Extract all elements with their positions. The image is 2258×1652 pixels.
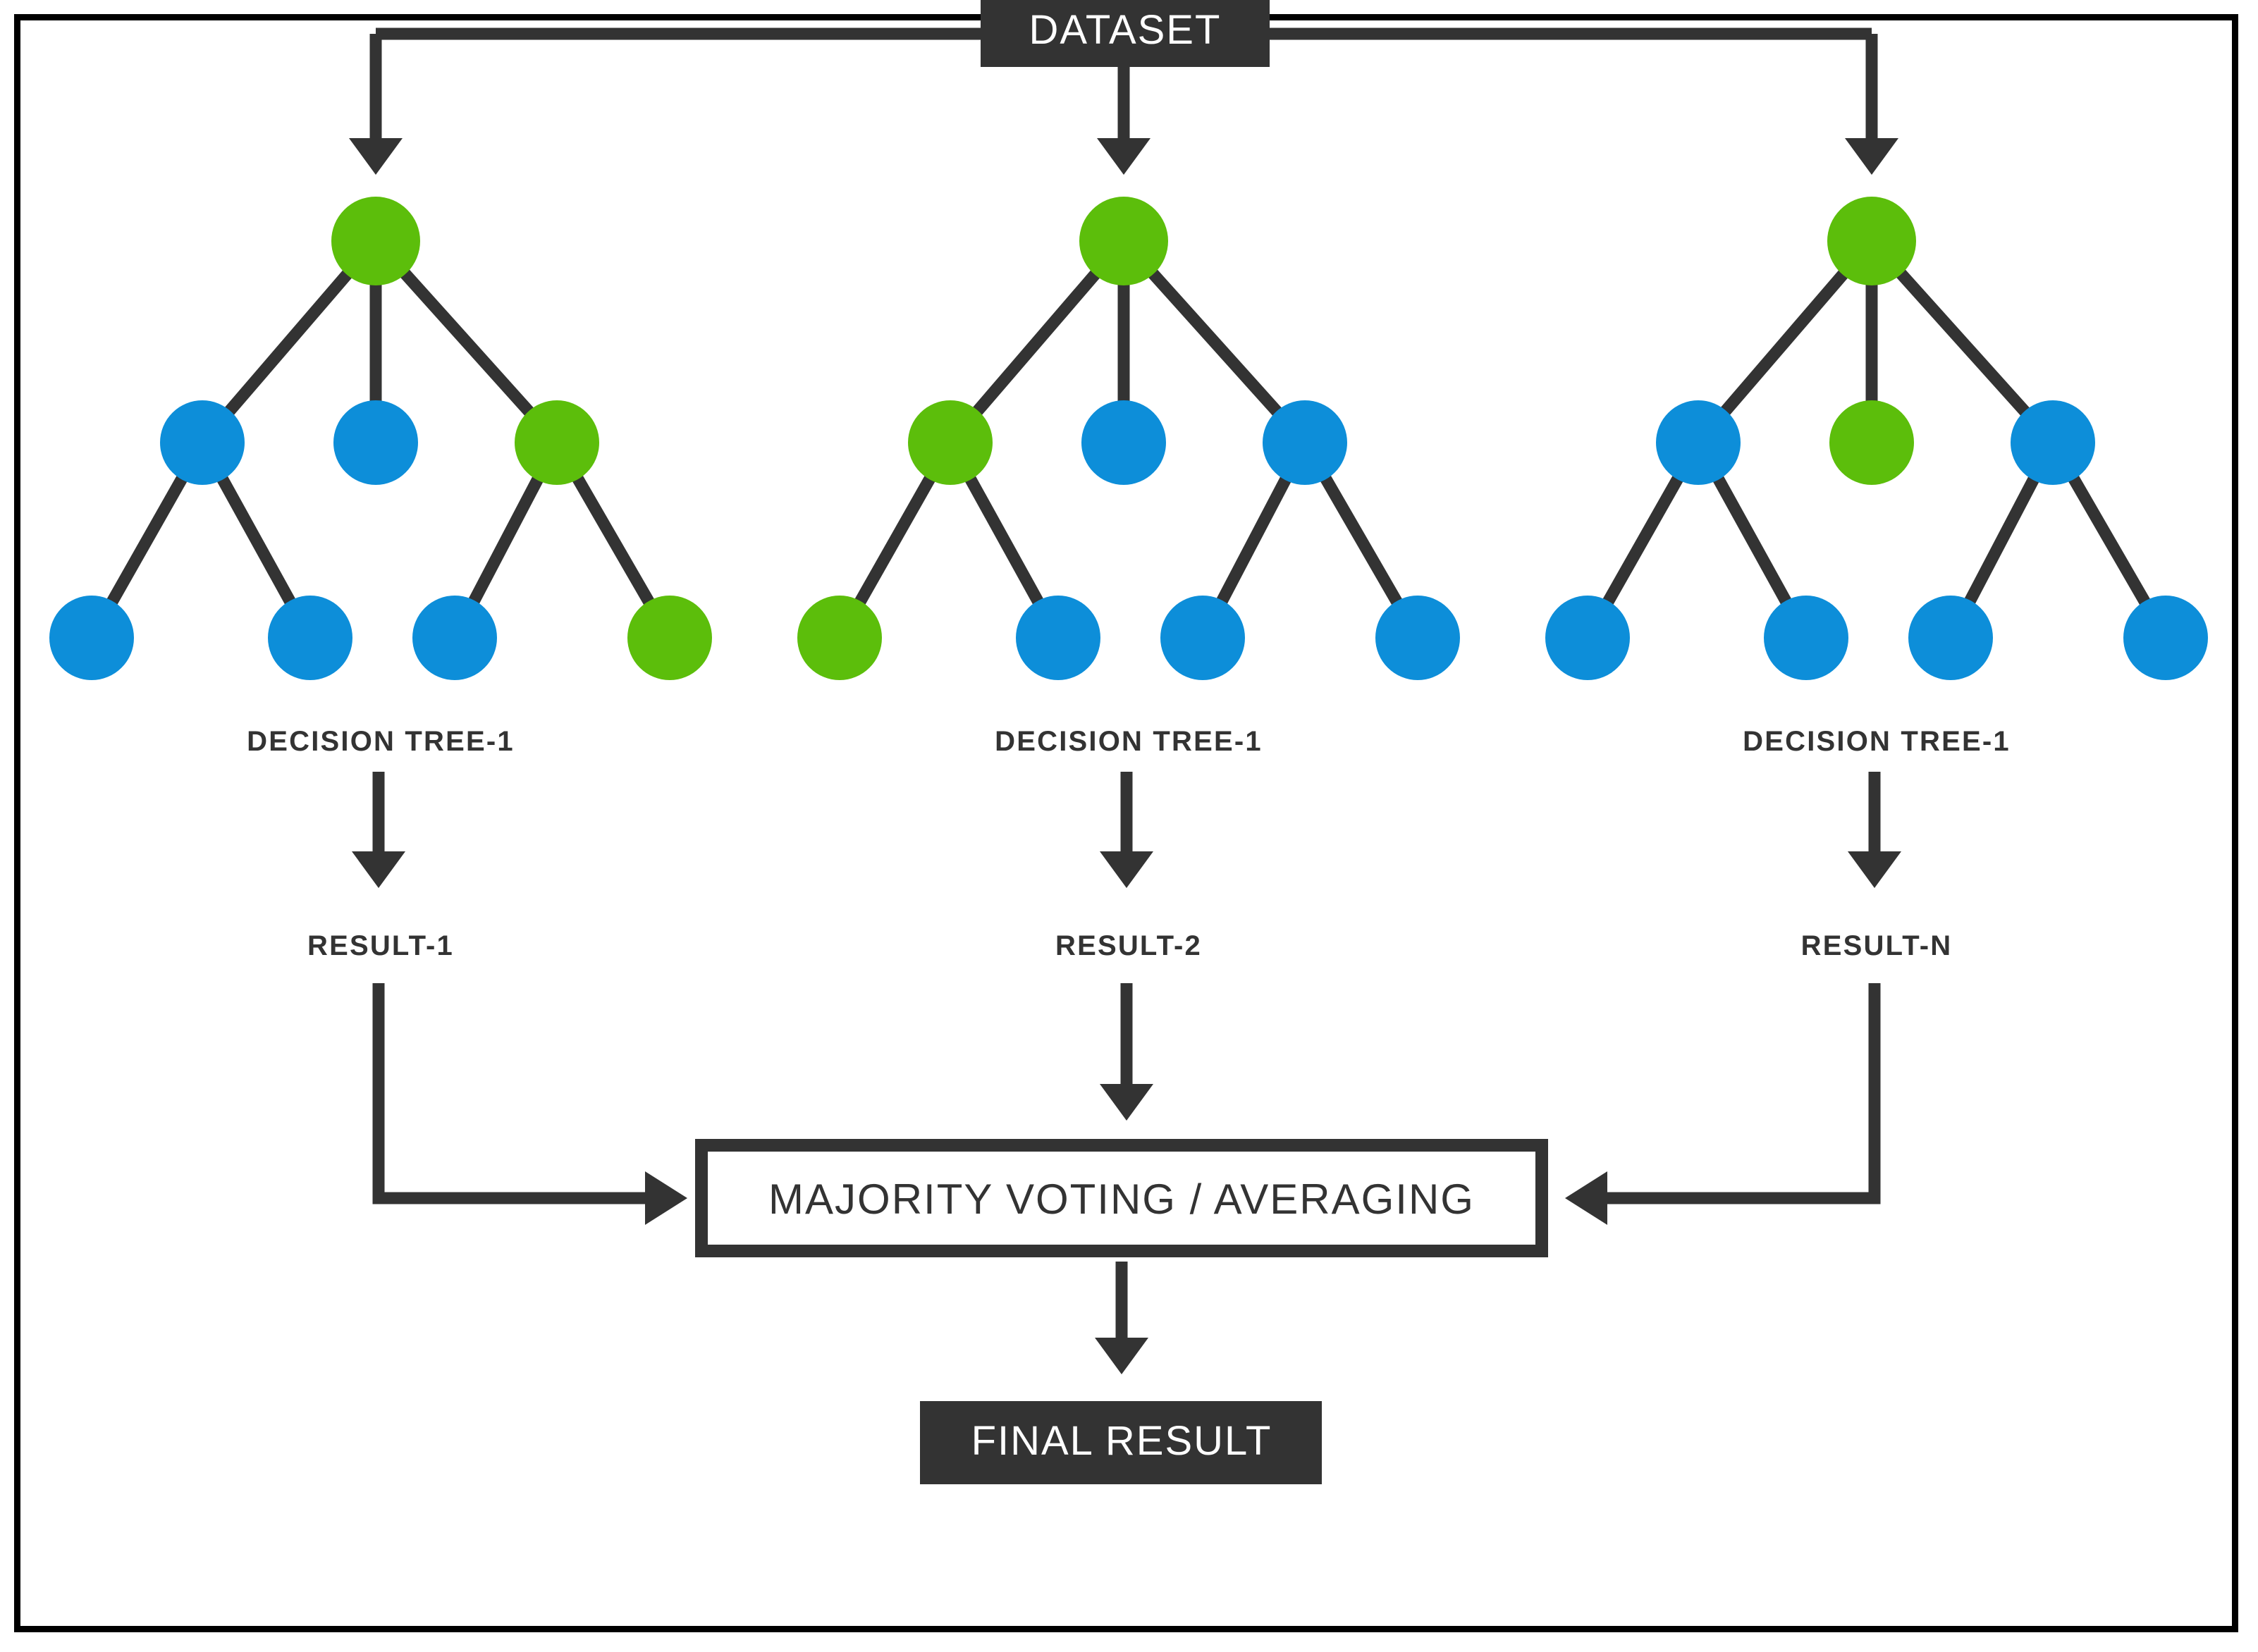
tree-node-l3-3 <box>1375 596 1460 680</box>
tree-node-l2-1 <box>333 400 418 485</box>
tree-node-l3-1 <box>268 596 352 680</box>
dataset-box: DATASET <box>981 0 1270 67</box>
decision-tree-1: DECISION TREE-1 RESULT-1 <box>49 197 712 1225</box>
tree-node-root <box>1827 197 1916 285</box>
dataset-label: DATASET <box>1029 7 1222 53</box>
tree-node-l2-0 <box>160 400 245 485</box>
tree-node-l3-0 <box>49 596 134 680</box>
tree-node-l2-0 <box>908 400 993 485</box>
tree-node-l2-2 <box>2011 400 2095 485</box>
result-label: RESULT-2 <box>1055 930 1202 961</box>
aggregator-label: MAJORITY VOTING / AVERAGING <box>768 1176 1475 1223</box>
tree-node-l2-0 <box>1656 400 1741 485</box>
decision-tree-2: DECISION TREE-1 RESULT-2 <box>797 197 1460 1121</box>
final-result-box[interactable]: FINAL RESULT <box>920 1401 1322 1484</box>
tree-node-l2-1 <box>1081 400 1166 485</box>
tree-node-l3-2 <box>1908 596 1993 680</box>
tree-node-root <box>331 197 420 285</box>
decision-tree-label: DECISION TREE-1 <box>247 726 515 757</box>
tree-node-l2-2 <box>1263 400 1347 485</box>
tree-node-l3-3 <box>627 596 712 680</box>
decision-tree-label: DECISION TREE-1 <box>995 726 1263 757</box>
tree-node-l2-1 <box>1829 400 1914 485</box>
tree-node-root <box>1079 197 1168 285</box>
final-result-arrow <box>1095 1262 1148 1374</box>
tree-node-l3-2 <box>412 596 497 680</box>
tree-node-l3-3 <box>2123 596 2208 680</box>
tree-node-l3-0 <box>1545 596 1630 680</box>
aggregator-box[interactable]: MAJORITY VOTING / AVERAGING <box>695 1139 1548 1257</box>
decision-tree-label: DECISION TREE-1 <box>1743 726 2011 757</box>
result-label: RESULT-N <box>1801 930 1953 961</box>
result-label: RESULT-1 <box>307 930 454 961</box>
tree-node-l3-0 <box>797 596 882 680</box>
tree-node-l3-1 <box>1764 596 1848 680</box>
decision-tree-3: DECISION TREE-1 RESULT-N <box>1545 197 2208 1225</box>
tree-node-l3-2 <box>1160 596 1245 680</box>
tree-node-l2-2 <box>515 400 599 485</box>
final-result-label: FINAL RESULT <box>971 1418 1272 1464</box>
tree-node-l3-1 <box>1016 596 1100 680</box>
